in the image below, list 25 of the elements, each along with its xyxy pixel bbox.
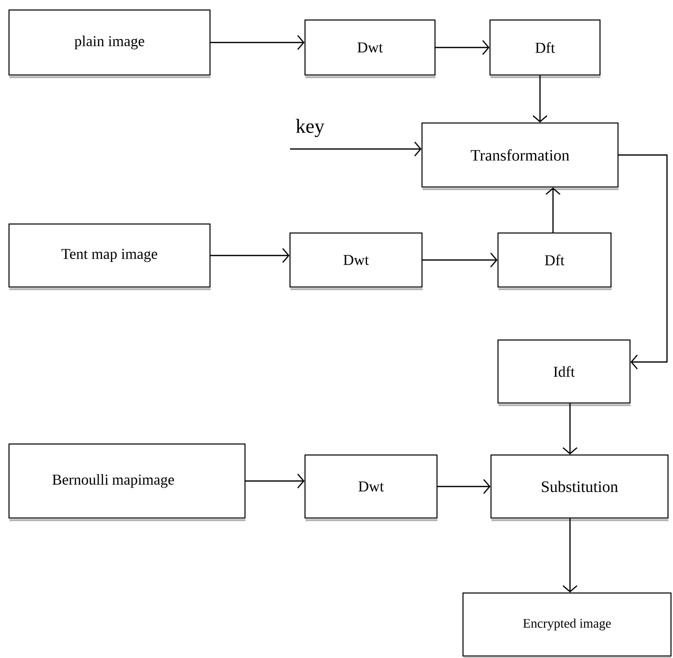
process-box: Bernoulli mapimage: [8, 444, 246, 522]
arrow: [562, 518, 578, 592]
arrow: [210, 248, 290, 263]
arrow: [546, 188, 560, 232]
process-box: plain image: [8, 10, 210, 78]
arrow: [422, 252, 498, 268]
process-box: Dft: [490, 20, 600, 78]
process-box: Tent map image: [8, 224, 210, 290]
label-text: key: [296, 118, 324, 138]
process-box: Dft: [498, 232, 612, 290]
process-box: Transformation: [422, 122, 618, 190]
arrow: [436, 40, 490, 55]
process-box: Dwt: [304, 454, 438, 522]
process-box: Dwt: [290, 232, 422, 290]
arrow: [618, 154, 668, 370]
process-box: Encrypted image: [462, 592, 672, 658]
process-box: Dwt: [304, 20, 436, 78]
process-box: Substitution: [490, 454, 668, 522]
arrow: [210, 35, 304, 50]
arrow: [290, 142, 422, 156]
arrow: [562, 404, 578, 454]
arrow: [532, 76, 548, 122]
arrow: [438, 479, 490, 494]
arrow: [246, 474, 304, 488]
process-box: Idft: [498, 340, 630, 406]
